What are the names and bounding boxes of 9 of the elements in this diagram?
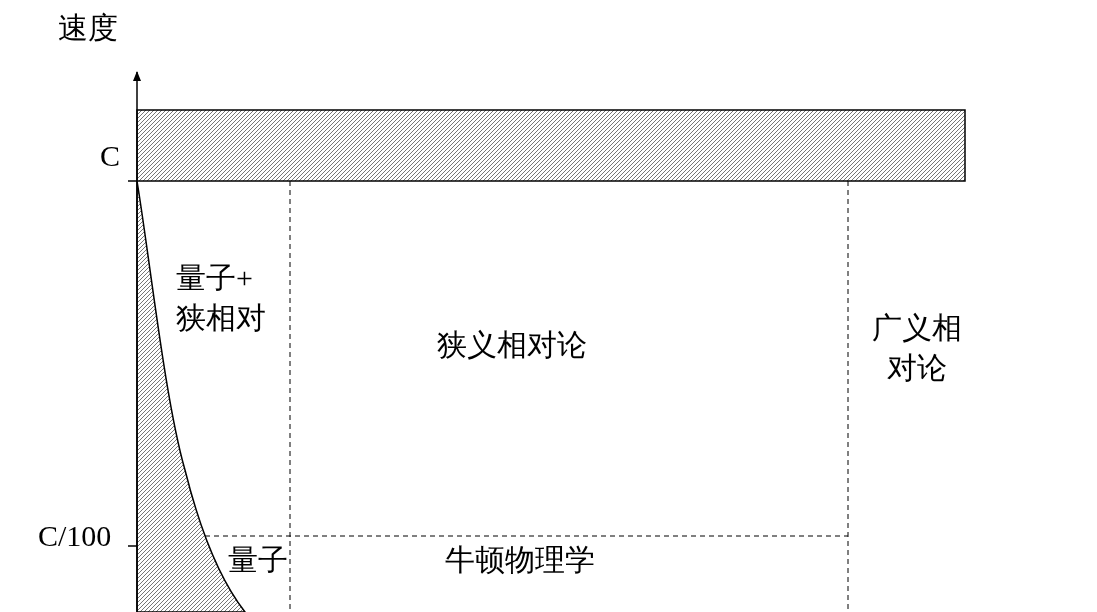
axis-label: 速度: [58, 10, 118, 46]
hatched-band: [136, 109, 966, 182]
region-label: 量子: [228, 542, 288, 578]
region-label: 狭义相对论: [437, 327, 587, 363]
tick-label: C/100: [38, 518, 112, 554]
region-label: 量子+狭相对: [176, 260, 267, 336]
region-label: 牛顿物理学: [445, 542, 595, 578]
region-label: 广义相对论: [871, 310, 963, 386]
tick-label: C: [100, 138, 120, 174]
